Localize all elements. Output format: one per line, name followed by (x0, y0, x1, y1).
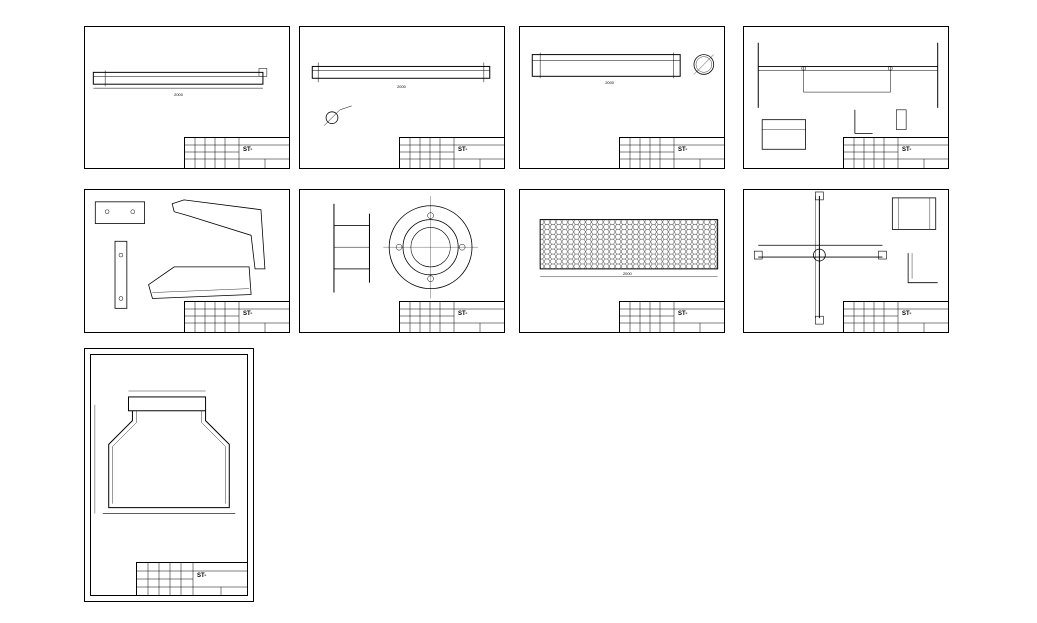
sheet-title: ST- (243, 147, 253, 153)
title-block: ST- (184, 137, 289, 168)
drawing-sheet-6[interactable]: ST- (299, 189, 505, 333)
title-block: ST- (399, 301, 504, 332)
sheet-title: ST- (243, 311, 253, 317)
title-block: ST- (843, 301, 948, 332)
sheet-6-drawing (333, 195, 478, 299)
sheet-title: ST- (678, 311, 688, 317)
drawing-sheet-4[interactable]: ST- (743, 26, 949, 169)
sheet-4-drawing (757, 42, 939, 150)
sheet-title: ST- (902, 311, 912, 317)
drawing-sheet-8[interactable]: ST- (743, 189, 949, 333)
svg-text:2000: 2000 (605, 80, 615, 85)
sheet-8-drawing (753, 191, 938, 325)
drawing-sheet-1[interactable]: 2000 ST- (84, 26, 290, 169)
title-block: ST- (619, 301, 724, 332)
title-block: ST- (843, 137, 948, 168)
sheet-title: ST- (678, 147, 688, 153)
sheet-title: ST- (458, 311, 468, 317)
drawing-sheet-9[interactable]: ST- (84, 348, 254, 602)
svg-text:2000: 2000 (174, 92, 184, 97)
drawing-sheet-7[interactable]: 2000 ST- (519, 189, 725, 333)
drawing-sheet-3[interactable]: 2000 ST- (519, 26, 725, 169)
svg-text:2000: 2000 (397, 84, 407, 89)
inner-frame (90, 354, 248, 596)
drawing-sheet-5[interactable]: ST- (84, 189, 290, 333)
sheet-title: ST- (197, 573, 207, 579)
sheet-9-drawing (94, 390, 236, 514)
sheet-3-drawing: 2000 (531, 52, 715, 85)
sheet-title: ST- (902, 147, 912, 153)
sheet-title: ST- (458, 147, 468, 153)
sheet-1-drawing: 2000 (92, 68, 268, 97)
title-block: ST- (136, 562, 247, 595)
title-block: ST- (399, 137, 504, 168)
svg-text:2000: 2000 (623, 271, 633, 276)
sheet-7-drawing: 2000 (539, 219, 719, 277)
sheet-5-drawing (94, 199, 266, 309)
drawing-sheet-2[interactable]: 2000 ST- (299, 26, 505, 169)
title-block: ST- (184, 301, 289, 332)
title-block: ST- (619, 137, 724, 168)
sheet-2-drawing: 2000 (311, 62, 491, 126)
